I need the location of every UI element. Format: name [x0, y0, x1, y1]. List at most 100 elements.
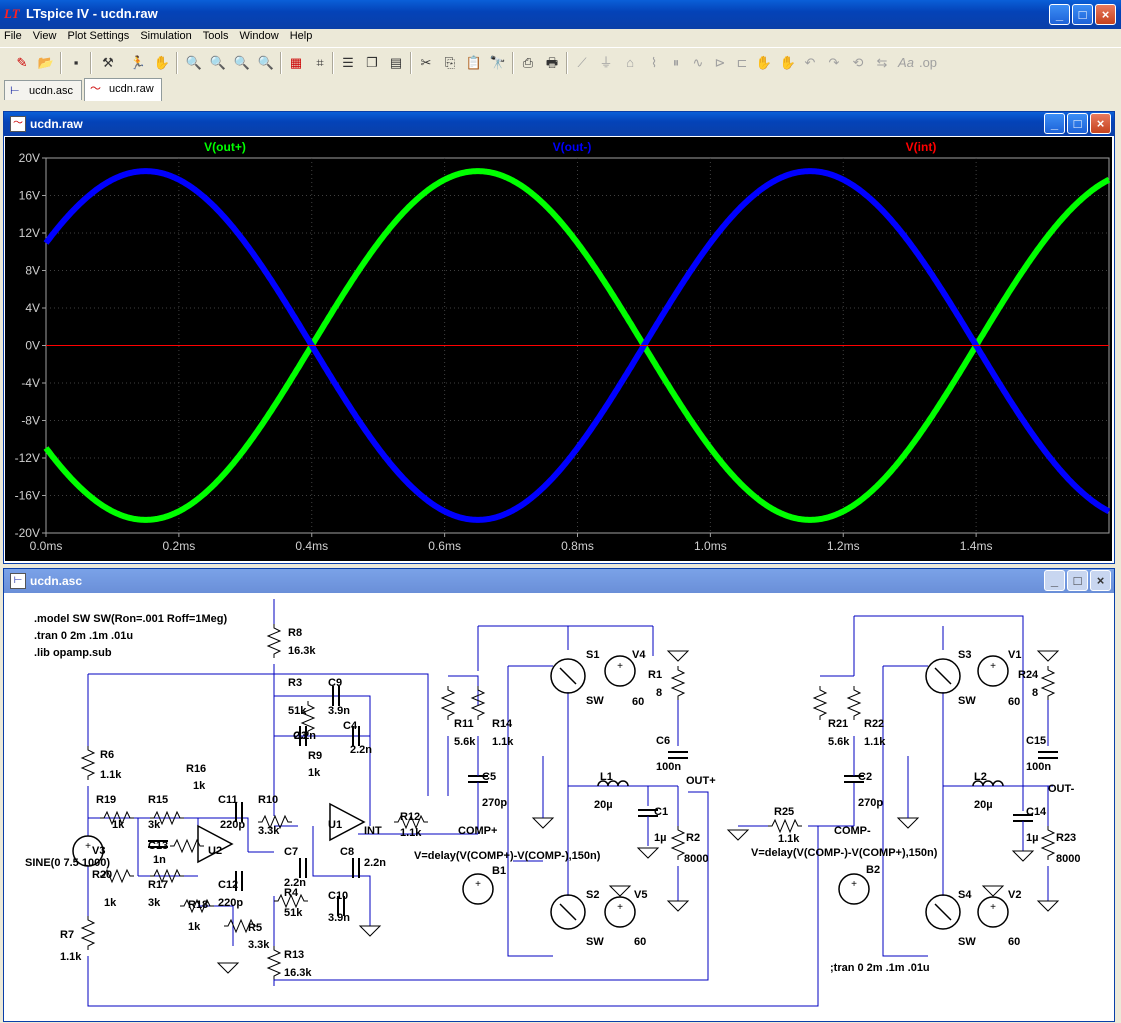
print-icon[interactable]: 🖶	[545, 55, 559, 70]
component-label: 2.2n	[294, 730, 316, 742]
tile-horizontal-icon[interactable]: ☰	[342, 55, 354, 70]
app-titlebar: LT LTspice IV - ucdn.raw _ □ ×	[0, 0, 1121, 29]
paste-icon[interactable]: 📋	[465, 55, 483, 70]
component-label: 51k	[284, 907, 303, 919]
component-label: B2	[866, 864, 880, 876]
component-label: R25	[774, 806, 794, 818]
component-label: 8	[656, 687, 662, 699]
minimize-button[interactable]: _	[1049, 4, 1070, 25]
menu-file[interactable]: File	[4, 30, 22, 42]
print-setup-icon[interactable]: ⎙	[522, 55, 534, 70]
sch-minimize-button[interactable]: _	[1044, 570, 1065, 591]
voltage-source-symbol	[977, 896, 1009, 928]
schematic-window: ⊢ ucdn.asc _ □ × .model SW SW(Ron=.001 R…	[3, 568, 1115, 1022]
grid-icon[interactable]: ⌗	[316, 55, 324, 70]
component-label: L1	[600, 771, 613, 783]
menu-plot-settings[interactable]: Plot Settings	[67, 30, 130, 42]
x-tick-label: 1.4ms	[960, 539, 993, 553]
resistor-icon[interactable]: ⌇	[650, 55, 658, 70]
wire	[507, 666, 553, 957]
menu-window[interactable]: Window	[239, 30, 279, 42]
component-icon[interactable]: ⊏	[736, 55, 748, 70]
component-label: 1.1k	[864, 736, 886, 748]
zoom-in-icon[interactable]: 🔍	[185, 55, 203, 70]
ground-symbol	[608, 885, 632, 897]
menu-tools[interactable]: Tools	[202, 30, 229, 42]
document-tabs: ⊢ ucdn.asc 〜 ucdn.raw	[0, 78, 1121, 102]
trace-vout-	[43, 168, 1111, 523]
inductor-icon[interactable]: ∿	[692, 55, 704, 70]
run-icon[interactable]: 🏃	[129, 55, 147, 70]
component-label: 8000	[1056, 853, 1080, 865]
zoom-fit-icon[interactable]: 🔍	[257, 55, 275, 70]
copy-icon[interactable]: ⎘	[444, 55, 456, 70]
mirror-icon[interactable]: ⇆	[876, 55, 888, 70]
maximize-button[interactable]: □	[1072, 4, 1093, 25]
schematic-icon: ⊢	[10, 85, 20, 97]
redo-icon[interactable]: ↷	[828, 55, 840, 70]
tab-ucdn-raw[interactable]: 〜 ucdn.raw	[84, 78, 162, 101]
wire-icon[interactable]: ⟋	[577, 55, 587, 70]
label-net-icon[interactable]: ⌂	[626, 55, 634, 70]
drag-icon[interactable]: ✋	[779, 55, 797, 70]
schematic-drawing[interactable]: .model SW SW(Ron=.001 Roff=1Meg).tran 0 …	[8, 596, 1110, 1020]
capacitor-icon[interactable]: ⏸	[672, 55, 680, 70]
component-label: C14	[1026, 806, 1047, 818]
schematic-canvas[interactable]: .model SW SW(Ron=.001 Roff=1Meg).tran 0 …	[8, 596, 1110, 1020]
component-label: C12	[218, 879, 238, 891]
ground-icon[interactable]: ⏚	[599, 55, 613, 70]
save-icon[interactable]: ▪	[73, 55, 79, 70]
schematic-window-title: ucdn.asc	[30, 574, 83, 588]
schematic-icon: ⊢	[10, 573, 26, 589]
rotate-icon[interactable]: ⟲	[852, 55, 864, 70]
spice-directive-icon[interactable]: .op	[918, 55, 938, 70]
schematic-window-titlebar: ⊢ ucdn.asc _ □ ×	[4, 569, 1114, 593]
tile-vertical-icon[interactable]: ▤	[389, 55, 403, 70]
autorange-icon[interactable]: ▦	[289, 55, 303, 70]
diode-icon[interactable]: ⊳	[714, 55, 726, 70]
component-label: 3.3k	[258, 825, 280, 837]
plot-maximize-button[interactable]: □	[1067, 113, 1088, 134]
sch-maximize-button[interactable]: □	[1067, 570, 1088, 591]
move-icon[interactable]: ✋	[755, 55, 773, 70]
text-icon[interactable]: Aa	[898, 55, 914, 70]
component-label: R16	[186, 763, 206, 775]
component-label: 60	[632, 696, 644, 708]
component-label: 1k	[193, 780, 206, 792]
resistor-symbol	[80, 746, 96, 780]
close-button[interactable]: ×	[1095, 4, 1116, 25]
switch-blade	[934, 667, 952, 685]
halt-icon[interactable]: ✋	[153, 55, 171, 70]
plus-sign: +	[85, 841, 91, 852]
zoom-out-icon[interactable]: 🔍	[233, 55, 251, 70]
component-label: R6	[100, 749, 114, 761]
component-label: R9	[308, 750, 322, 762]
menu-simulation[interactable]: Simulation	[140, 30, 192, 42]
opamp-symbol	[197, 824, 234, 864]
capacitor-symbol	[352, 858, 360, 878]
capacitor-symbol	[235, 871, 243, 891]
sch-close-button[interactable]: ×	[1090, 570, 1111, 591]
menu-view[interactable]: View	[32, 30, 57, 42]
plot-close-button[interactable]: ×	[1090, 113, 1111, 134]
plot-minimize-button[interactable]: _	[1044, 113, 1065, 134]
component-label: 1n	[153, 854, 166, 866]
open-icon[interactable]: 📂	[37, 55, 55, 70]
cascade-icon[interactable]: ❐	[366, 55, 378, 70]
component-label: C4	[343, 720, 358, 732]
undo-icon[interactable]: ↶	[804, 55, 816, 70]
control-panel-icon[interactable]: ⚒	[102, 55, 114, 70]
component-label: C7	[284, 846, 298, 858]
zoom-pan-icon[interactable]: 🔍	[209, 55, 227, 70]
capacitor-symbol	[352, 726, 360, 746]
cut-icon[interactable]: ✂	[420, 55, 432, 70]
component-label: 220p	[218, 897, 243, 909]
menu-help[interactable]: Help	[289, 30, 313, 42]
new-schematic-icon[interactable]: ✎	[16, 55, 28, 70]
resistor-symbol	[100, 810, 134, 826]
y-tick-label: 8V	[25, 264, 40, 278]
tab-ucdn-asc[interactable]: ⊢ ucdn.asc	[4, 80, 82, 100]
find-icon[interactable]: 🔭	[489, 55, 507, 70]
